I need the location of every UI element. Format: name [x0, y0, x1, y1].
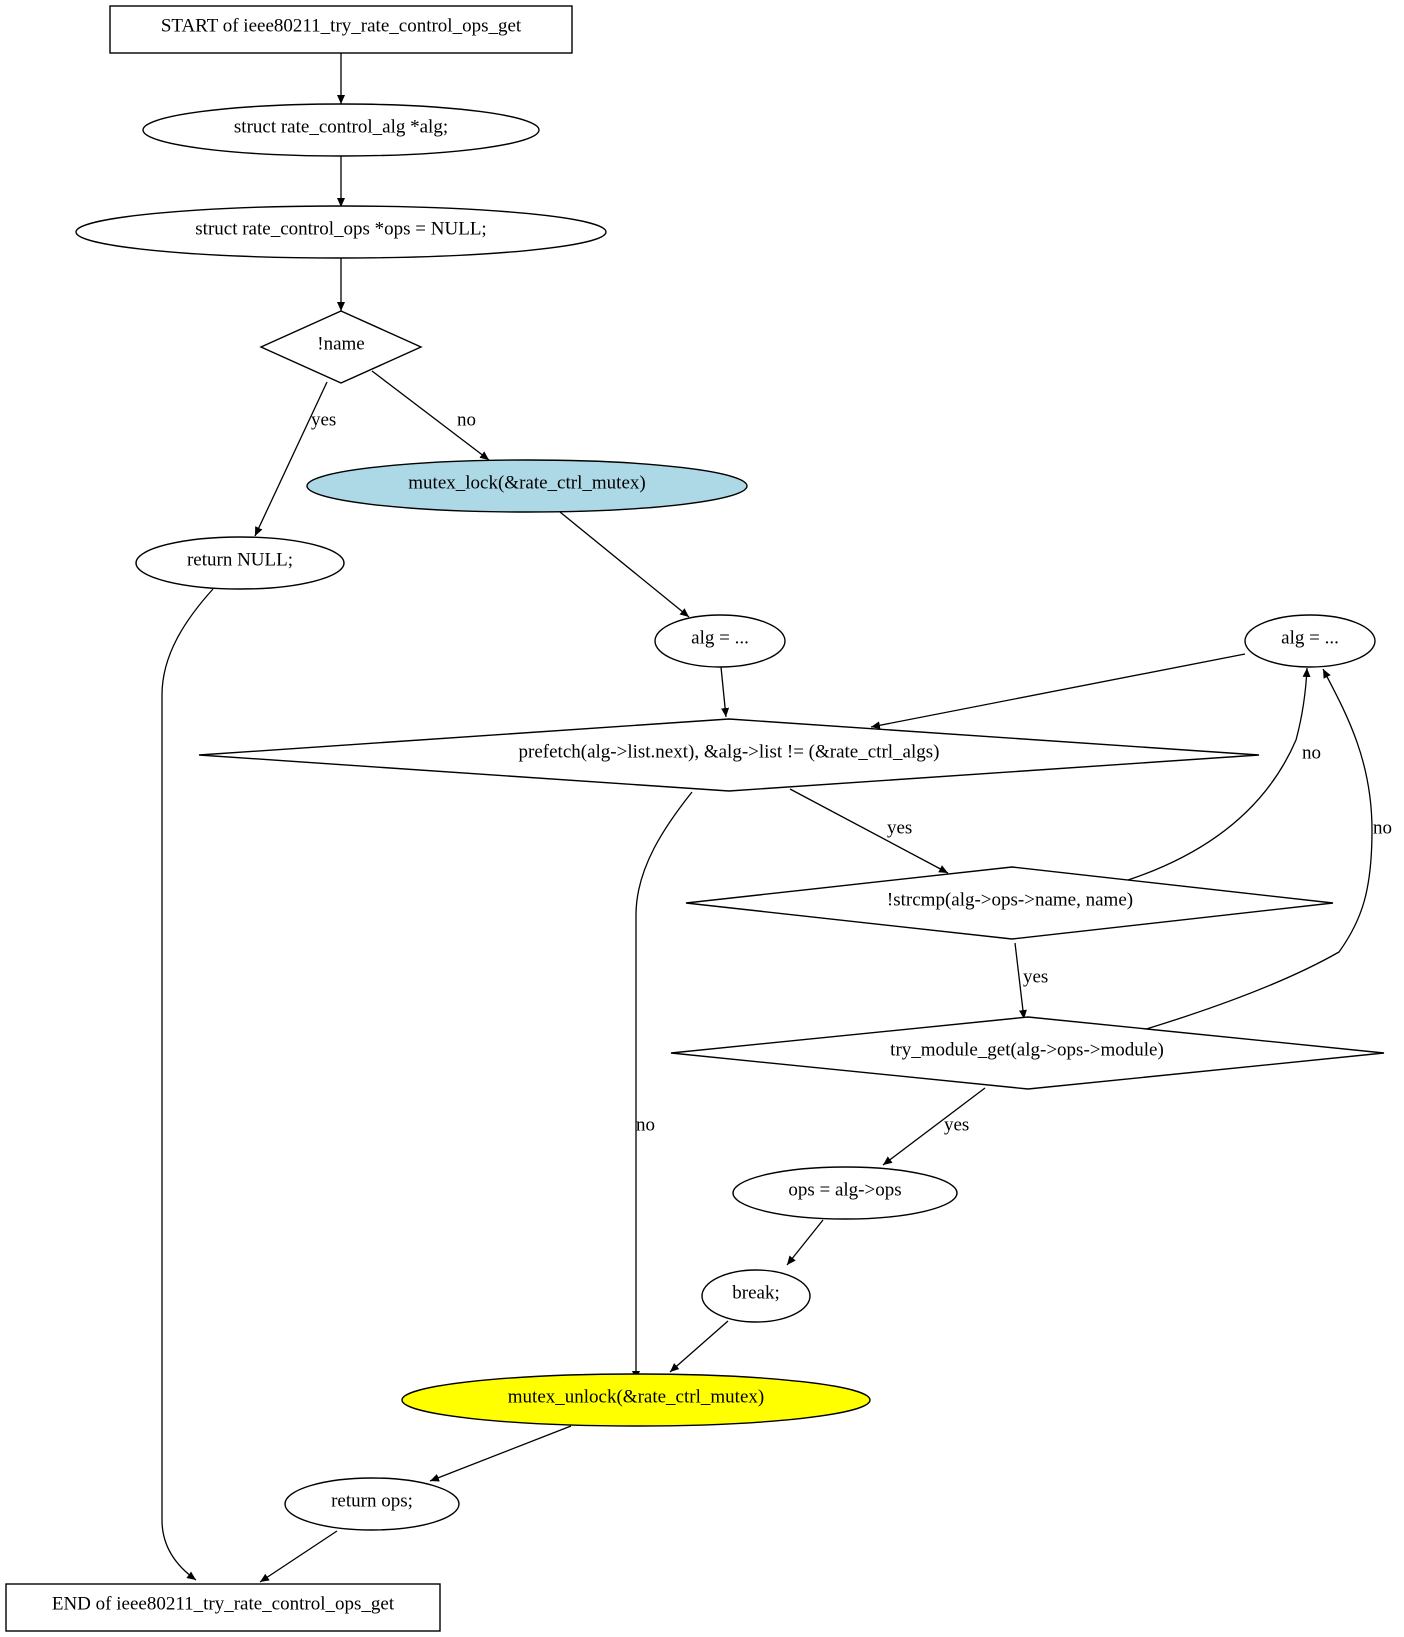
node-end-text: END of ieee80211_try_rate_control_ops_ge…: [52, 1593, 395, 1614]
node-strcmp-cond: !strcmp(alg->ops->name, name): [685, 866, 1334, 940]
node-return-null-text: return NULL;: [187, 549, 293, 570]
node-mutex-lock: mutex_lock(&rate_ctrl_mutex): [306, 459, 748, 513]
edge-strcmp-no: [1127, 667, 1311, 881]
node-decl-alg-text: struct rate_control_alg *alg;: [234, 116, 448, 137]
node-mutex-unlock-text: mutex_unlock(&rate_ctrl_mutex): [508, 1386, 764, 1407]
node-try-module-text: try_module_get(alg->ops->module): [890, 1039, 1164, 1060]
nodes: START of ieee80211_try_rate_control_ops_…: [5, 5, 1385, 1632]
node-alg-next: alg = ...: [1244, 614, 1376, 668]
label-strcmp-yes: yes: [1023, 966, 1048, 987]
edge-try-no: [1142, 668, 1373, 1031]
node-assign-ops-text: ops = alg->ops: [788, 1179, 901, 1200]
label-name-yes: yes: [311, 409, 336, 430]
node-loop-cond: prefetch(alg->list.next), &alg->list != …: [198, 718, 1260, 792]
node-return-null: return NULL;: [135, 536, 345, 590]
edge-unlock-to-return-ops: [429, 1425, 572, 1482]
edge-try-yes: [882, 1087, 986, 1166]
node-try-module: try_module_get(alg->ops->module): [670, 1016, 1385, 1090]
edge-cond-name-no: [371, 370, 490, 461]
node-assign-ops: ops = alg->ops: [732, 1166, 958, 1220]
edge-break-to-unlock: [669, 1320, 729, 1373]
node-alg-init-text: alg = ...: [691, 627, 749, 648]
edge-loop-no: [632, 791, 693, 1380]
node-strcmp-cond-text: !strcmp(alg->ops->name, name): [887, 889, 1133, 910]
edge-mutex-lock-to-alg-init: [559, 511, 690, 618]
node-mutex-unlock: mutex_unlock(&rate_ctrl_mutex): [401, 1373, 871, 1427]
node-alg-init: alg = ...: [654, 614, 786, 668]
node-start-text: START of ieee80211_try_rate_control_ops_…: [161, 15, 522, 36]
label-loop-yes: yes: [887, 817, 912, 838]
label-try-yes: yes: [944, 1114, 969, 1135]
edge-labels: yes no yes no no yes no yes: [311, 409, 1392, 1135]
label-loop-no: no: [636, 1114, 655, 1135]
edge-assign-to-break: [786, 1219, 824, 1266]
node-mutex-lock-text: mutex_lock(&rate_ctrl_mutex): [408, 472, 645, 493]
edge-cond-name-yes: [254, 381, 328, 537]
label-strcmp-no: no: [1302, 742, 1321, 763]
edge-loop-yes: [789, 788, 949, 874]
label-try-no: no: [1373, 817, 1392, 838]
node-alg-next-text: alg = ...: [1281, 627, 1339, 648]
node-return-ops-text: return ops;: [331, 1490, 413, 1511]
node-end: END of ieee80211_try_rate_control_ops_ge…: [5, 1583, 441, 1632]
node-decl-ops-text: struct rate_control_ops *ops = NULL;: [195, 218, 486, 239]
node-decl-alg: struct rate_control_alg *alg;: [142, 103, 540, 157]
node-break: break;: [701, 1269, 811, 1323]
node-decl-ops: struct rate_control_ops *ops = NULL;: [75, 205, 607, 259]
node-cond-name: !name: [259, 310, 423, 384]
edge-return-ops-to-end: [259, 1530, 338, 1583]
node-start: START of ieee80211_try_rate_control_ops_…: [109, 5, 573, 54]
node-return-ops: return ops;: [284, 1477, 460, 1531]
node-break-text: break;: [732, 1282, 779, 1303]
edge-alg-next-to-loop: [870, 653, 1246, 730]
edge-alg-init-to-loop: [720, 666, 730, 718]
label-name-no: no: [457, 409, 476, 430]
edge-return-null-to-end: [161, 588, 214, 1581]
node-loop-cond-text: prefetch(alg->list.next), &alg->list != …: [519, 741, 940, 762]
edges: [161, 53, 1373, 1583]
node-cond-name-text: !name: [317, 333, 364, 354]
edge-strcmp-yes: [1014, 942, 1027, 1020]
